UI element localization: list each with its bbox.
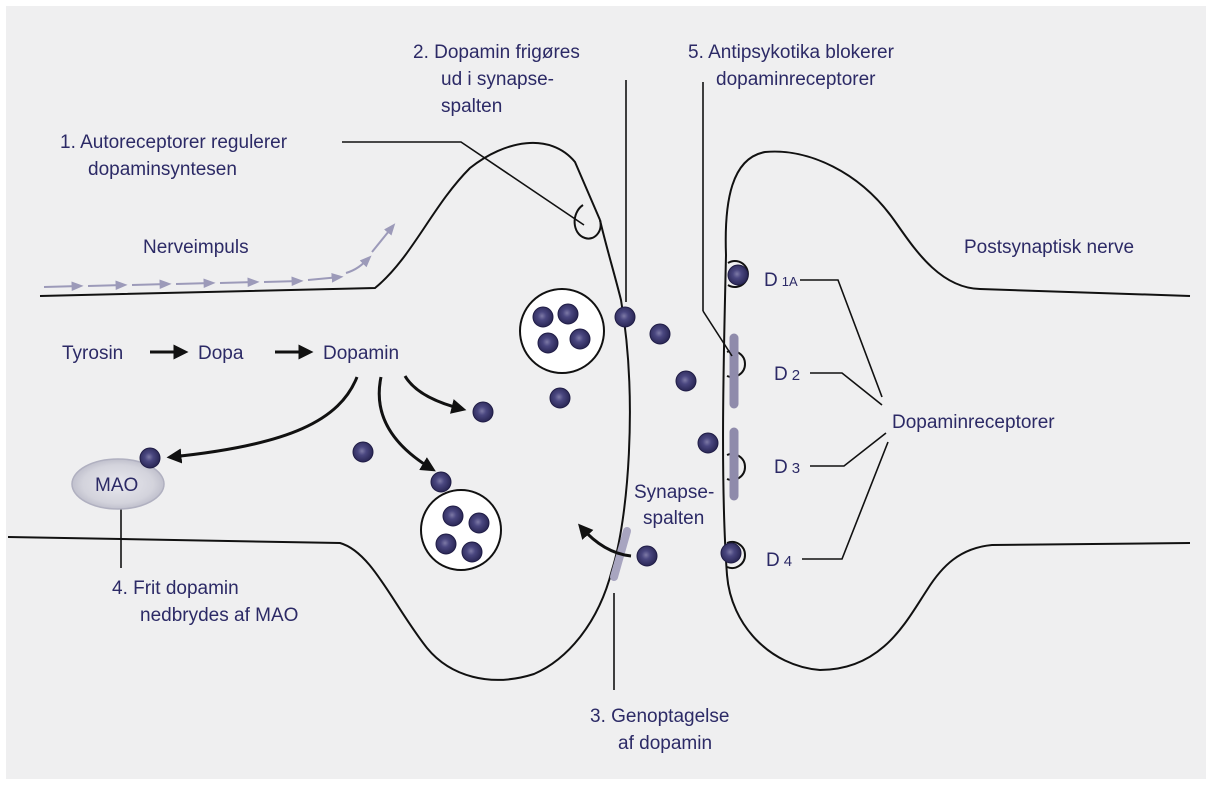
- label-4-line1: 4. Frit dopamin: [112, 578, 239, 599]
- dopamine-molecule: [570, 329, 590, 349]
- nerve-impulse-label: Nerveimpuls: [143, 237, 249, 258]
- dopamine-molecule: [550, 388, 570, 408]
- label-1-line1: 1. Autoreceptorer regulerer: [60, 132, 288, 153]
- diagram-background: [6, 6, 1206, 779]
- dopa-label: Dopa: [198, 343, 244, 364]
- mao-label: MAO: [95, 475, 138, 496]
- postsynaptic-nerve-label: Postsynaptisk nerve: [964, 237, 1134, 258]
- label-3-line1: 3. Genoptagelse: [590, 706, 729, 727]
- dopamine-molecule: [615, 307, 635, 327]
- label-2-line3: spalten: [441, 96, 502, 117]
- vesicle-filling: [421, 490, 501, 570]
- vesicle-releasing: [520, 289, 604, 373]
- dopamine-molecule: [469, 513, 489, 533]
- dopamine-molecule: [637, 546, 657, 566]
- dopamine-molecule: [728, 265, 748, 285]
- dopamine-molecule: [533, 307, 553, 327]
- dopamine-molecule: [431, 472, 451, 492]
- label-2-line1: 2. Dopamin frigøres: [413, 42, 580, 63]
- dopamine-molecule: [140, 448, 160, 468]
- dopamine-molecule: [443, 506, 463, 526]
- label-4-line2: nedbrydes af MAO: [140, 605, 298, 626]
- label-5-line2: dopaminreceptorer: [716, 69, 876, 90]
- dopamine-molecule: [698, 433, 718, 453]
- dopamine-molecule: [721, 543, 741, 563]
- label-2-line2: ud i synapse-: [441, 69, 554, 90]
- dopamine-molecule: [538, 333, 558, 353]
- dopamine-molecule: [650, 324, 670, 344]
- dopamine-molecule: [473, 402, 493, 422]
- label-1-line2: dopaminsyntesen: [88, 159, 237, 180]
- dopamine-molecule: [436, 534, 456, 554]
- dopamine-molecule: [676, 371, 696, 391]
- dopamine-molecule: [558, 304, 578, 324]
- label-3-line2: af dopamin: [618, 733, 712, 754]
- dopamine-receptors-label: Dopaminreceptorer: [892, 412, 1055, 433]
- tyrosin-label: Tyrosin: [62, 343, 123, 364]
- dopamin-label: Dopamin: [323, 343, 399, 364]
- synapse-cleft-label-line2: spalten: [643, 508, 704, 529]
- synapse-cleft-label-line1: Synapse-: [634, 482, 714, 503]
- dopamine-molecule: [353, 442, 373, 462]
- dopamine-molecule: [462, 542, 482, 562]
- label-5-line1: 5. Antipsykotika blokerer: [688, 42, 895, 63]
